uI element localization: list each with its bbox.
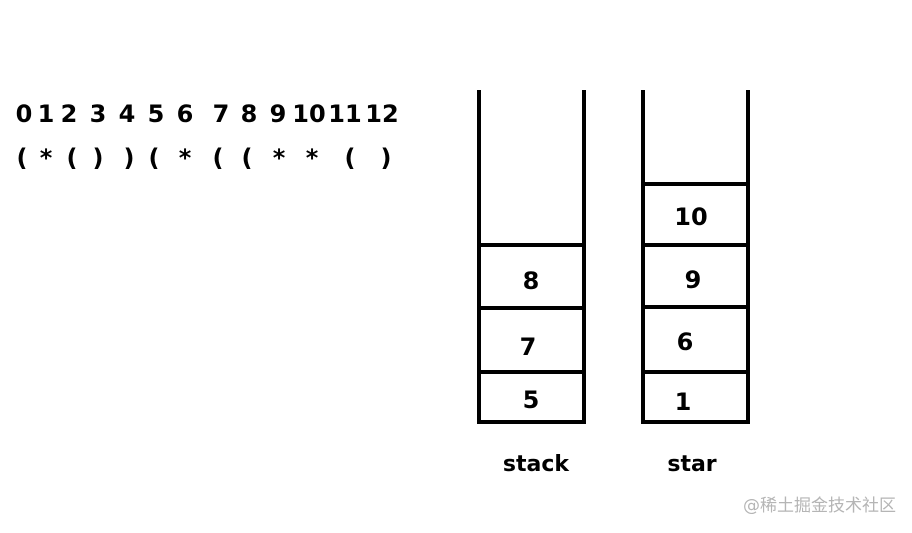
char-cell: ( (241, 144, 253, 172)
char-cell: ( (344, 144, 356, 172)
star-cell: 1 (675, 388, 692, 416)
index-label: 9 (269, 100, 287, 128)
char-cell: ( (148, 144, 160, 172)
char-cell: ( (212, 144, 224, 172)
stack-container (477, 90, 586, 424)
index-label: 10 (292, 100, 326, 128)
char-cell: ) (123, 144, 135, 172)
char-cell: * (39, 144, 53, 172)
stack-cell: 8 (523, 267, 540, 295)
star-cell: 6 (677, 328, 694, 356)
stack-cell: 5 (523, 386, 540, 414)
char-cell: * (305, 144, 319, 172)
index-label: 7 (212, 100, 230, 128)
index-label: 12 (365, 100, 399, 128)
index-label: 8 (240, 100, 258, 128)
star-label: star (667, 452, 716, 477)
index-label: 2 (60, 100, 78, 128)
char-cell: * (272, 144, 286, 172)
index-label: 3 (89, 100, 107, 128)
index-label: 5 (147, 100, 165, 128)
index-label: 1 (37, 100, 55, 128)
watermark: @稀土掘金技术社区 (743, 496, 896, 516)
index-label: 4 (118, 100, 136, 128)
char-cell: ) (380, 144, 392, 172)
index-label: 6 (176, 100, 194, 128)
index-label: 11 (328, 100, 362, 128)
stack-label: stack (503, 452, 570, 477)
char-cell: ) (92, 144, 104, 172)
char-cell: ( (66, 144, 78, 172)
char-cell: * (178, 144, 192, 172)
star-cell: 10 (674, 203, 707, 231)
index-label: 0 (15, 100, 33, 128)
star-cell: 9 (685, 266, 702, 294)
star-container (641, 90, 750, 424)
stack-cell: 7 (520, 333, 537, 361)
char-cell: ( (16, 144, 28, 172)
